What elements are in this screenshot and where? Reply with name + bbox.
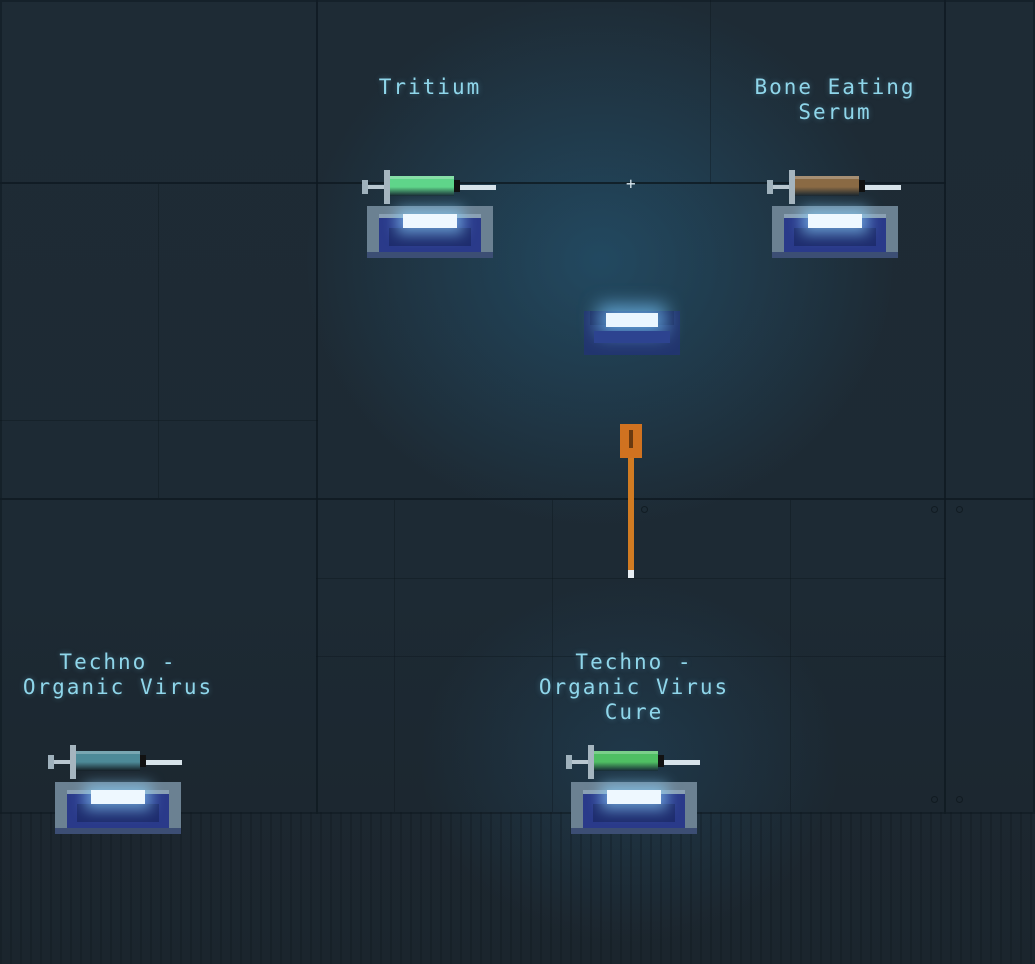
light-pad-icon[interactable]: [584, 311, 680, 355]
light-pad-tritium[interactable]: [367, 206, 493, 258]
floor-grate: [0, 812, 1035, 964]
item-label-bone-eating-serum: Bone Eating Serum: [754, 75, 916, 124]
panel-seam: [394, 500, 395, 812]
syringe-icon: [795, 176, 859, 196]
panel-seam: [552, 500, 553, 812]
syringe-icon: [594, 751, 658, 771]
crosshair-icon: +: [626, 174, 636, 193]
panel-seam: [790, 500, 791, 812]
rivet: [931, 796, 938, 803]
syringe-tritium[interactable]: [362, 168, 496, 204]
rivet: [956, 506, 963, 513]
light-pad-bone-eating-serum[interactable]: [772, 206, 898, 258]
panel-seam: [158, 184, 159, 498]
panel-seam: [316, 578, 946, 579]
wall-panel: [944, 0, 1035, 500]
rivet: [931, 506, 938, 513]
syringe-bone-eating-serum[interactable]: [767, 168, 901, 204]
panel-seam: [316, 656, 946, 657]
syringe-techno-organic-virus-cure[interactable]: [566, 743, 700, 779]
item-label-tritium: Tritium: [378, 75, 482, 99]
panel-seam: [710, 0, 711, 184]
item-label-techno-organic-virus: Techno - Organic Virus: [22, 650, 214, 699]
wall-panel: [0, 0, 318, 184]
syringe-techno-organic-virus[interactable]: [48, 743, 182, 779]
wall-panel: [944, 498, 1035, 814]
light-pad-techno-organic-virus-cure[interactable]: [571, 782, 697, 834]
wall-panel: [0, 182, 318, 500]
item-label-techno-organic-virus-cure: Techno - Organic Virus Cure: [538, 650, 730, 724]
panel-seam: [0, 420, 318, 421]
orange-rod-icon[interactable]: [620, 424, 644, 580]
light-pad-techno-organic-virus[interactable]: [55, 782, 181, 834]
rivet: [956, 796, 963, 803]
syringe-icon: [390, 176, 454, 196]
rivet: [641, 506, 648, 513]
syringe-icon: [76, 751, 140, 771]
